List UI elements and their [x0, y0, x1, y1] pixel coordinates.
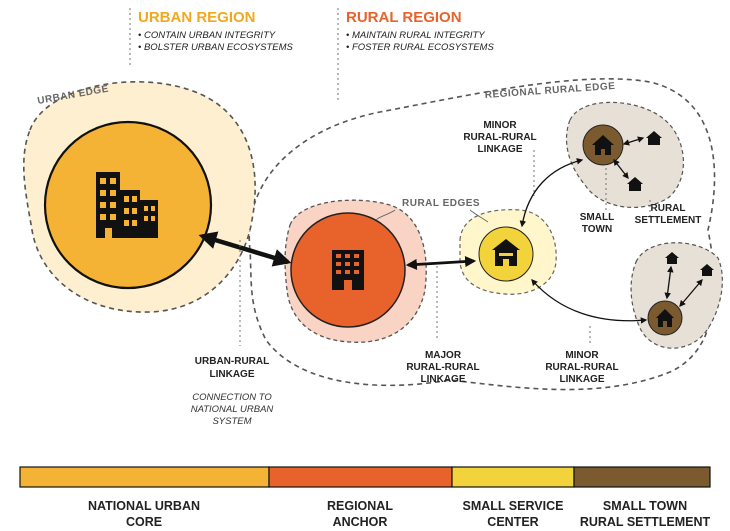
settlement-link	[664, 265, 674, 300]
settlement-link	[613, 158, 629, 180]
rural-edges-label: RURAL EDGES	[402, 198, 480, 209]
rural-region-title: RURAL REGION	[346, 9, 462, 26]
small-house-icon	[627, 177, 643, 191]
legend-label-3-line2: CENTER	[487, 515, 538, 529]
minor-linkage-arrow-top	[519, 158, 584, 228]
minor-linkage-bottom-line1: MINOR	[565, 350, 599, 361]
urban-rural-linkage-line2: LINKAGE	[210, 369, 255, 380]
connection-note-line3: SYSTEM	[212, 416, 251, 427]
urban-region-title: URBAN REGION	[138, 9, 256, 26]
major-linkage-line1: MAJOR	[425, 350, 462, 361]
rural-bullet-1: • MAINTAIN RURAL INTEGRITY	[346, 30, 485, 41]
legend-swatch-regional-anchor	[268, 466, 453, 488]
urban-bullet-2: • BOLSTER URBAN ECOSYSTEMS	[138, 42, 293, 53]
minor-linkage-top-line2: RURAL-RURAL	[463, 132, 536, 143]
minor-linkage-top-line3: LINKAGE	[478, 144, 523, 155]
connection-note-line2: NATIONAL URBAN	[191, 404, 274, 415]
house-icon	[592, 135, 614, 155]
settlement-link	[622, 136, 645, 146]
urban-rural-linkage-arrow	[198, 231, 292, 267]
house-icon	[656, 309, 674, 327]
small-house-icon	[665, 252, 679, 264]
small-house-icon	[646, 131, 662, 145]
apartment-block-icon	[332, 250, 364, 290]
legend-label-2-line2: ANCHOR	[333, 515, 388, 529]
office-building-icon	[96, 172, 158, 238]
legend-label-2-line1: REGIONAL	[327, 499, 393, 513]
minor-linkage-top-line1: MINOR	[483, 120, 517, 131]
small-house-icon	[700, 264, 714, 276]
rural-bullet-2: • FOSTER RURAL ECOSYSTEMS	[346, 42, 494, 53]
legend-label-1-line1: NATIONAL URBAN	[88, 499, 200, 513]
legend-swatch-national-urban-core	[19, 466, 270, 488]
small-town-line2: TOWN	[582, 224, 612, 235]
settlement-link	[679, 279, 703, 307]
small-town-line1: SMALL	[580, 212, 614, 223]
legend-swatch-small-town	[573, 466, 711, 488]
urban-rural-linkage-line1: URBAN-RURAL	[195, 356, 269, 367]
major-linkage-arrow	[405, 255, 477, 271]
major-linkage-line2: RURAL-RURAL	[406, 362, 479, 373]
legend-label-4-line2: RURAL SETTLEMENT	[580, 515, 711, 529]
connection-note-line1: CONNECTION TO	[192, 392, 272, 403]
minor-linkage-bottom-line3: LINKAGE	[560, 374, 605, 385]
shop-house-icon	[492, 239, 520, 266]
legend-label-4-line1: SMALL TOWN	[603, 499, 687, 513]
rural-settlement-line1: RURAL	[651, 203, 686, 214]
rural-edges-leader-1	[375, 209, 396, 221]
rural-edges-leader-2	[469, 209, 489, 223]
small-town-area	[565, 101, 684, 209]
regional-rural-edge-label: REGIONAL RURAL EDGE	[484, 81, 615, 101]
legend-label-3-line1: SMALL SERVICE	[463, 499, 564, 513]
urban-bullet-1: • CONTAIN URBAN INTEGRITY	[138, 30, 276, 41]
minor-linkage-arrow-bottom	[531, 279, 648, 324]
major-linkage-line3: LINKAGE	[421, 374, 466, 385]
legend-bar	[19, 466, 711, 488]
minor-linkage-bottom-line2: RURAL-RURAL	[545, 362, 618, 373]
rural-settlement-line2: SETTLEMENT	[635, 215, 702, 226]
legend-swatch-small-service-center	[451, 466, 575, 488]
legend-label-1-line2: CORE	[126, 515, 162, 529]
